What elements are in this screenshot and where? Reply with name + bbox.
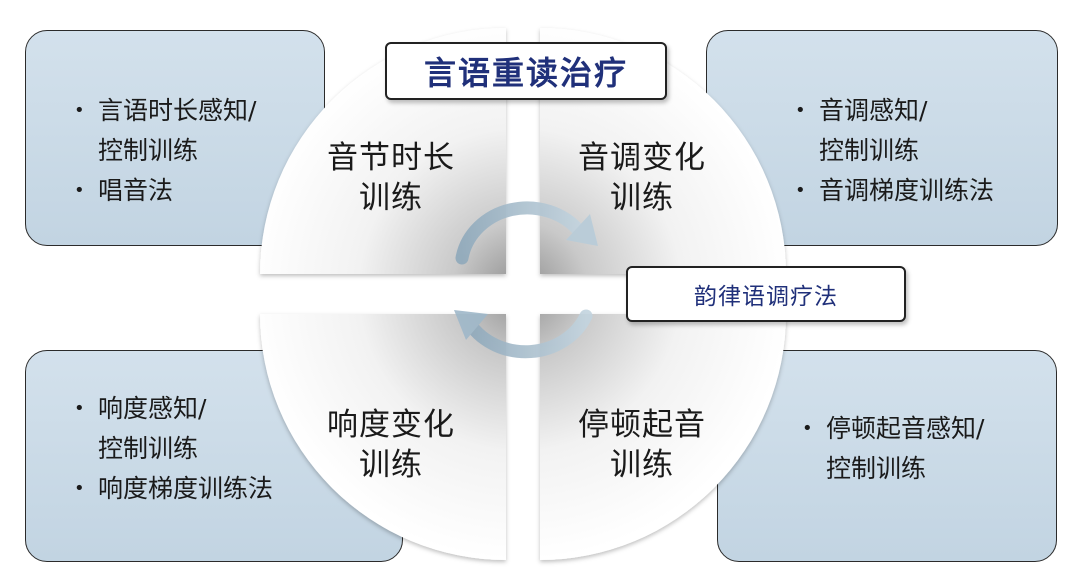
quadrant-label-top-right: 音调变化 训练: [578, 140, 706, 216]
list-item: 响度感知/ 控制训练: [68, 389, 273, 469]
cycle-arrows-icon: [454, 201, 598, 359]
diagram-title: 言语重读治疗: [385, 42, 667, 100]
list-item: 停顿起音感知/ 控制训练: [796, 409, 984, 489]
quadrant-label-bottom-right: 停顿起音 训练: [578, 407, 706, 483]
center-label: 韵律语调疗法: [626, 266, 906, 322]
quadrant-bottom-right: [540, 314, 786, 560]
list-item: 音调感知/ 控制训练: [789, 91, 994, 171]
list-item: 响度梯度训练法: [68, 469, 273, 509]
list-item: 言语时长感知/ 控制训练: [68, 91, 256, 171]
box-top-left: 言语时长感知/ 控制训练 唱音法: [25, 30, 325, 246]
quadrant-bottom-left: [260, 314, 506, 560]
quadrant-label-bottom-left: 响度变化 训练: [327, 407, 455, 483]
quadrant-label-top-left: 音节时长 训练: [327, 140, 455, 216]
list-item: 音调梯度训练法: [789, 171, 994, 211]
list-item: 唱音法: [68, 171, 256, 211]
